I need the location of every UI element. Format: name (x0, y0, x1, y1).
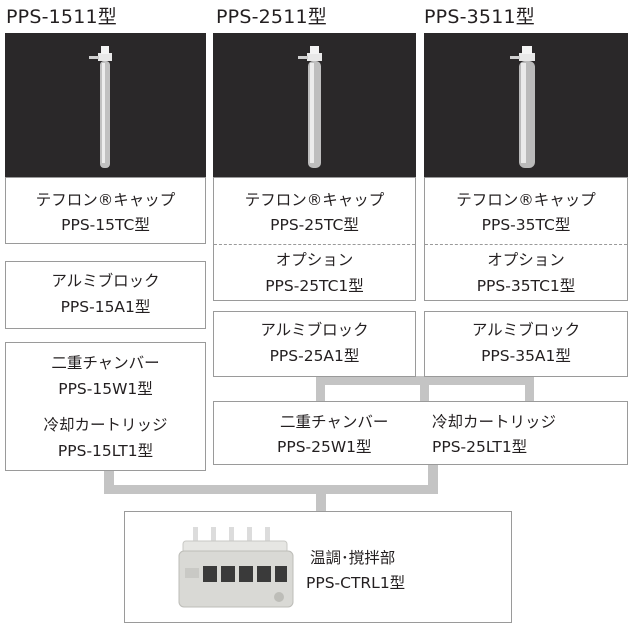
block-box-2: アルミブロック PPS-25A1型 (213, 311, 416, 377)
connector-blocks-to-shared (420, 376, 429, 402)
tube-photo-1 (5, 33, 206, 177)
test-tube-35-icon (510, 46, 535, 168)
controller-box: 温調･撹拌部 PPS-CTRL1型 (124, 511, 512, 623)
block-model-1: PPS-15A1型 (60, 298, 151, 316)
connector-col3-block-down (525, 376, 534, 402)
option-name-2: オプション (275, 251, 354, 269)
cap-model-3: PPS-35TC型 (481, 216, 571, 234)
shared-chamber-name: 二重チャンバー (280, 413, 389, 431)
cap-box-1: テフロン®キャップ PPS-15TC型 (5, 177, 206, 244)
block-model-3: PPS-35A1型 (481, 347, 571, 365)
block-name-3: アルミブロック (471, 321, 581, 339)
block-name-1: アルミブロック (51, 272, 160, 290)
column-title-3: PPS-3511型 (424, 6, 535, 28)
cap-box-2: テフロン®キャップ PPS-25TC型 オプション PPS-25TC1型 (213, 177, 416, 301)
option-divider-3 (425, 244, 627, 245)
connector-bottom-horizontal (104, 485, 438, 494)
option-name-3: オプション (487, 251, 565, 269)
shared-chamber-box: 二重チャンバー PPS-25W1型 冷却カートリッジ PPS-25LT1型 (213, 401, 628, 465)
controller-unit-icon (178, 527, 294, 608)
cap-box-3: テフロン®キャップ PPS-35TC型 オプション PPS-35TC1型 (424, 177, 628, 301)
connector-col2-block-down (316, 376, 325, 402)
shared-chamber-model: PPS-25W1型 (277, 438, 372, 456)
block-model-2: PPS-25A1型 (269, 347, 360, 365)
chamber-model-1: PPS-15W1型 (58, 380, 153, 398)
option-model-3: PPS-35TC1型 (476, 277, 576, 295)
connector-col1-down (104, 470, 114, 494)
cap-model-1: PPS-15TC型 (61, 216, 150, 234)
test-tube-25-icon (298, 46, 322, 168)
tube-photo-3 (424, 33, 628, 177)
cap-name-1: テフロン®キャップ (35, 191, 176, 209)
chamber-name-1: 二重チャンバー (51, 354, 160, 372)
cartridge-name-1: 冷却カートリッジ (43, 416, 168, 434)
block-box-1: アルミブロック PPS-15A1型 (5, 261, 206, 329)
connector-to-controller (316, 485, 326, 513)
shared-cartridge-model: PPS-25LT1型 (432, 438, 528, 456)
controller-model: PPS-CTRL1型 (306, 574, 406, 592)
test-tube-15-icon (89, 46, 112, 168)
cartridge-model-1: PPS-15LT1型 (57, 442, 154, 460)
shared-cartridge-name: 冷却カートリッジ (432, 413, 557, 431)
cap-model-2: PPS-25TC型 (270, 216, 359, 234)
cap-name-3: テフロン®キャップ (456, 191, 596, 209)
block-name-2: アルミブロック (260, 321, 369, 339)
tube-photo-2 (213, 33, 416, 177)
column-title-1: PPS-1511型 (6, 6, 117, 28)
block-box-3: アルミブロック PPS-35A1型 (424, 311, 628, 377)
option-model-2: PPS-25TC1型 (265, 277, 364, 295)
cap-name-2: テフロン®キャップ (244, 191, 385, 209)
option-divider-2 (214, 244, 415, 245)
connector-shared-down (428, 464, 438, 494)
column-title-2: PPS-2511型 (216, 6, 327, 28)
chamber-box-1: 二重チャンバー PPS-15W1型 冷却カートリッジ PPS-15LT1型 (5, 342, 206, 471)
controller-name: 温調･撹拌部 (310, 549, 396, 567)
